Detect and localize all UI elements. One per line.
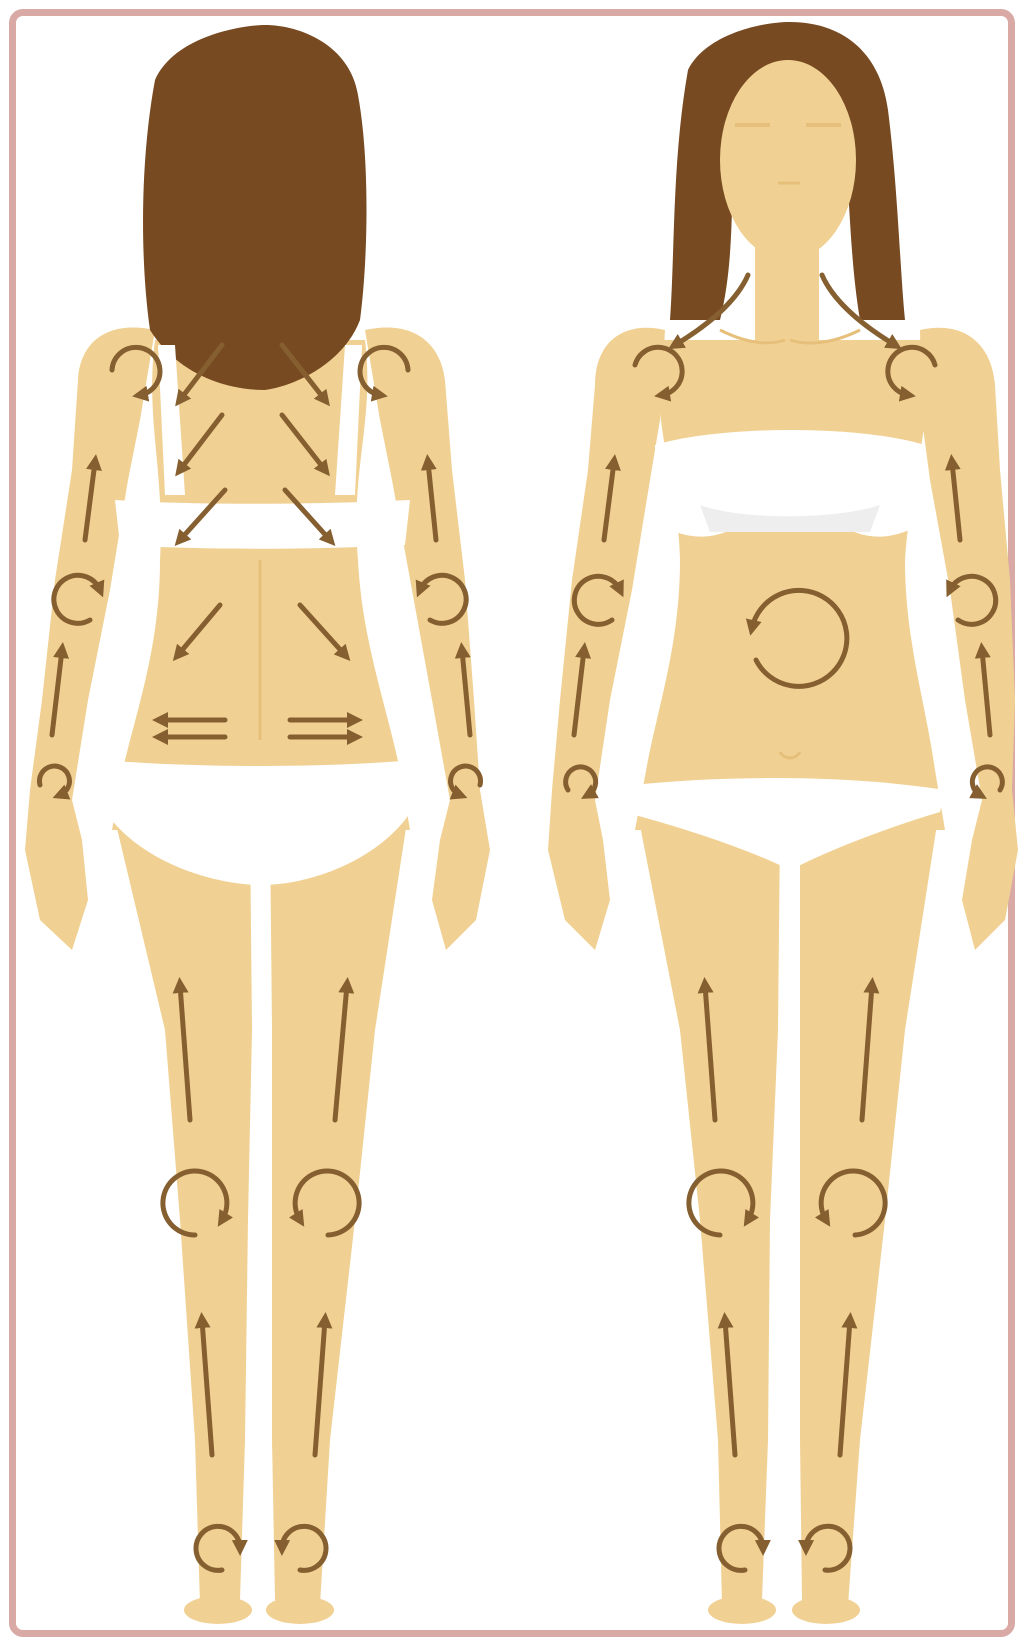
back-left-leg <box>115 820 252 1605</box>
front-right-arm <box>920 328 1018 950</box>
back-right-leg <box>270 815 408 1605</box>
front-face <box>720 60 856 260</box>
front-view-figure <box>548 22 1018 1624</box>
back-hair <box>143 25 366 390</box>
front-left-leg <box>635 800 780 1605</box>
back-view-figure <box>25 25 490 1624</box>
